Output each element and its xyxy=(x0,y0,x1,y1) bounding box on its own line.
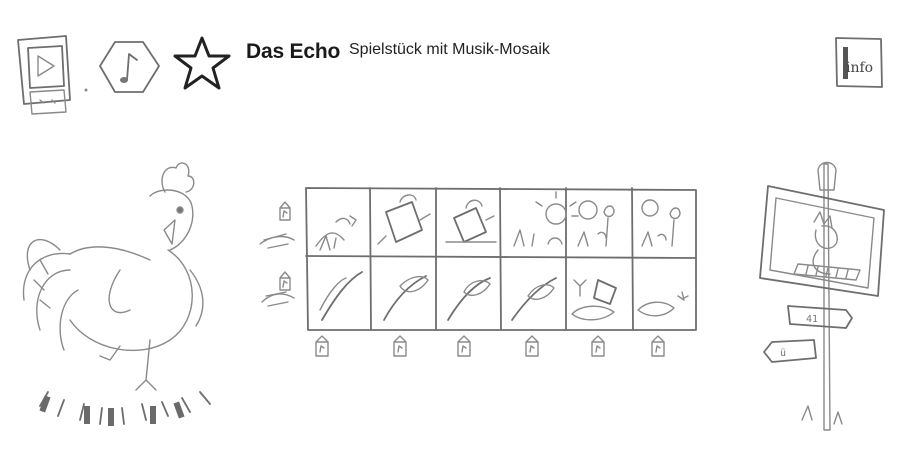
cell-top-5[interactable] xyxy=(577,200,615,247)
play-icon xyxy=(17,35,88,115)
column-play-2[interactable] xyxy=(393,335,407,357)
column-play-4[interactable] xyxy=(525,335,539,357)
cell-bottom-2[interactable] xyxy=(383,275,429,321)
column-play-1[interactable] xyxy=(315,335,329,357)
cell-bottom-1[interactable] xyxy=(319,271,363,321)
sign-upper[interactable]: 41 xyxy=(787,305,853,329)
column-play-5[interactable] xyxy=(591,335,605,357)
cell-top-6[interactable] xyxy=(641,199,681,247)
sign-upper-label: 41 xyxy=(806,314,818,325)
row-marker-bottom[interactable] xyxy=(279,271,291,291)
play-button[interactable] xyxy=(10,30,100,122)
info-icon xyxy=(843,47,848,79)
star-icon xyxy=(173,36,231,90)
hand-icon-top xyxy=(259,233,295,249)
sign-lower-label: ü xyxy=(780,348,786,359)
rooster-illustration[interactable] xyxy=(0,150,240,440)
cell-top-1[interactable] xyxy=(315,215,357,251)
sign-lower[interactable]: ü xyxy=(763,339,817,363)
music-note-icon xyxy=(99,41,160,93)
row-marker-top[interactable] xyxy=(279,201,291,221)
cell-bottom-3[interactable] xyxy=(447,277,491,321)
signpost-illustration[interactable]: 41 ü xyxy=(748,150,893,445)
favorite-button[interactable] xyxy=(171,34,233,92)
cell-top-4[interactable] xyxy=(513,191,579,247)
info-label: info xyxy=(846,60,874,76)
music-mosaic[interactable] xyxy=(250,180,710,380)
page-subtitle: Spielstück mit Musik-Mosaik xyxy=(349,41,550,58)
info-button[interactable] xyxy=(833,35,885,90)
cell-top-2[interactable] xyxy=(377,194,431,245)
page-title: Das Echo xyxy=(246,40,341,63)
music-button[interactable] xyxy=(97,38,163,98)
cell-top-3[interactable] xyxy=(445,199,497,243)
hand-icon-bottom xyxy=(261,291,295,307)
cell-bottom-4[interactable] xyxy=(511,277,557,321)
column-play-3[interactable] xyxy=(457,335,471,357)
cell-bottom-6[interactable] xyxy=(637,291,689,317)
column-play-6[interactable] xyxy=(651,335,665,357)
cell-bottom-5[interactable] xyxy=(571,279,617,321)
